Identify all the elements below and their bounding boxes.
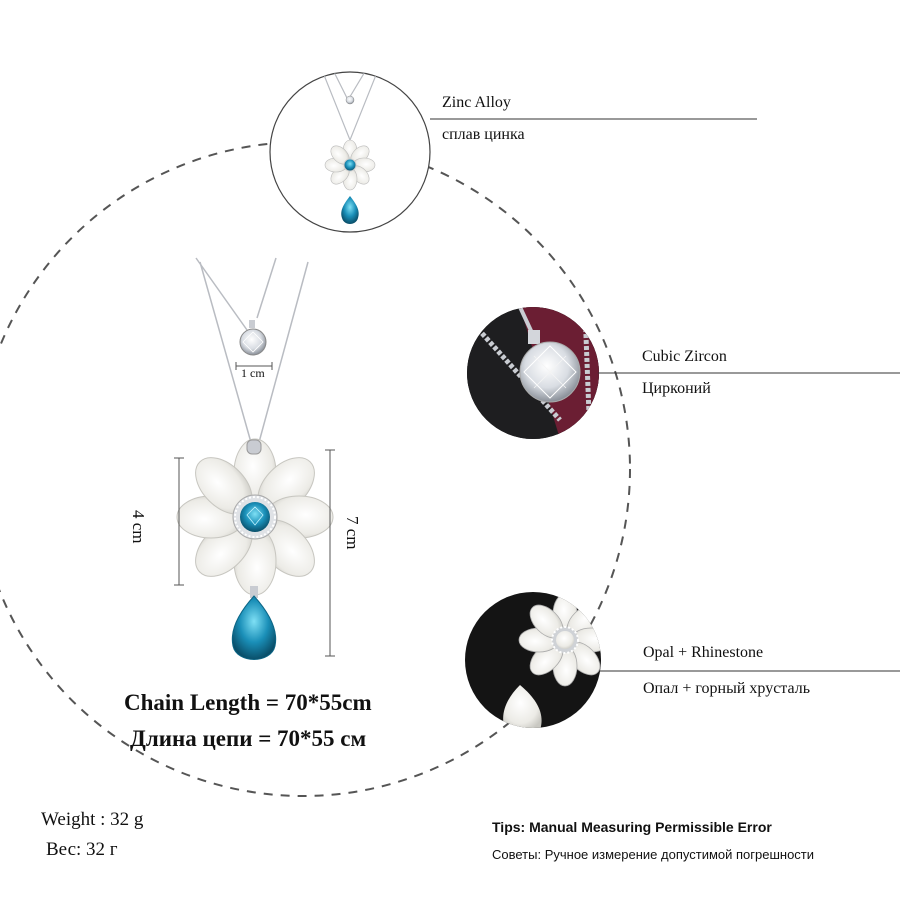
zircon-closeup — [467, 307, 599, 439]
feature-zircon-ru: Цирконий — [642, 380, 711, 397]
feature-opal-en: Opal + Rhinestone — [643, 644, 764, 661]
feature-zircon-en: Cubic Zircon — [642, 348, 727, 365]
dashed-circle — [0, 141, 631, 797]
tips-en: Tips: Manual Measuring Permissible Error — [492, 819, 772, 835]
opal-closeup — [503, 593, 601, 728]
feature-zinc-ru: сплав цинка — [442, 126, 525, 143]
dimension-flower-height: 4 cm — [129, 510, 148, 544]
thumbnail-necklace — [317, 72, 383, 224]
feature-zinc-en: Zinc Alloy — [442, 94, 511, 111]
dimension-lines — [174, 362, 335, 657]
weight-ru: Вес: 32 г — [46, 839, 118, 860]
main-necklace — [176, 257, 334, 660]
dimension-small-pendant: 1 cm — [241, 366, 265, 380]
chain-length-en: Chain Length = 70*55cm — [124, 690, 372, 715]
chain-length-ru: Длина цепи = 70*55 см — [130, 726, 367, 751]
dimension-total-height: 7 cm — [343, 516, 362, 550]
tips-ru: Советы: Ручное измерение допустимой погр… — [492, 847, 815, 862]
feature-opal-ru: Опал + горный хрусталь — [643, 680, 811, 697]
weight-en: Weight : 32 g — [41, 809, 144, 830]
